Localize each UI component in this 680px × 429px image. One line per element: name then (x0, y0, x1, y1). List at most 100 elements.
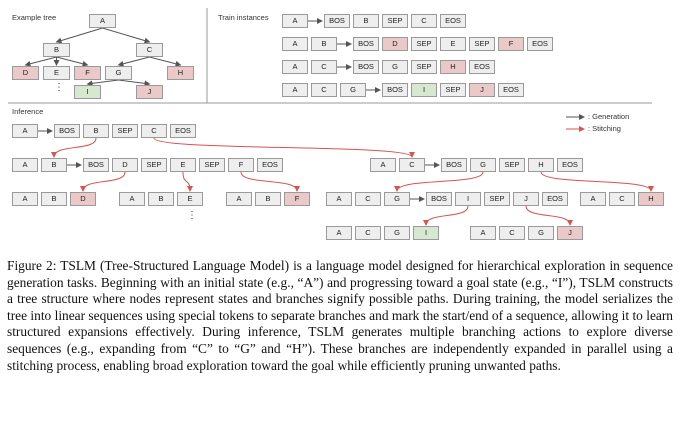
inference-root-token-eos: EOS (170, 124, 196, 138)
train-row-4-token-i: I (411, 83, 437, 97)
section-label-example-tree: Example tree (12, 13, 57, 22)
tree-edge-g-i (86, 79, 119, 87)
inference-b-branch-token-b: B (41, 158, 67, 172)
inference-root-token-c: C (141, 124, 167, 138)
inference-b-branch-token-sep: SEP (141, 158, 167, 172)
inference-c-branch-token-bos: BOS (441, 158, 467, 172)
section-label-inference: Inference (12, 107, 44, 116)
train-row-4-token-c: C (311, 83, 337, 97)
tree-edge-c-g (117, 56, 150, 67)
inference-g-branch-token-c: C (355, 192, 381, 206)
inference-c-branch-token-h: H (528, 158, 554, 172)
inference-e-leaf-token-e: E (177, 192, 203, 206)
legend-stitching-label: : Stitching (588, 124, 621, 133)
tree-edge-b-d (24, 56, 57, 67)
tree-node-e: E (43, 66, 70, 80)
stitch-arrow-g (394, 171, 484, 192)
train-row-2-token-eos: EOS (527, 37, 553, 51)
inference-root-token-b: B (83, 124, 109, 138)
train-row-2-token-d: D (382, 37, 408, 51)
inference-g-branch-token-j: J (513, 192, 539, 206)
diagram-connectors (8, 8, 654, 226)
train-row-3-token-eos: EOS (469, 60, 495, 74)
inference-b-branch-token-e: E (170, 158, 196, 172)
stitch-arrow-e (182, 171, 193, 192)
tree-edge-g-j (118, 79, 151, 87)
inference-b-branch-token-bos: BOS (83, 158, 109, 172)
train-row-4-token-eos: EOS (498, 83, 524, 97)
inference-e-leaf-token-b: B (148, 192, 174, 206)
tree-node-a: A (89, 14, 116, 28)
train-row-3-token-a: A (282, 60, 308, 74)
train-row-4-token-a: A (282, 83, 308, 97)
tree-edge-a-c (102, 27, 151, 44)
inference-d-leaf-token-d: D (70, 192, 96, 206)
tree-node-d: D (12, 66, 39, 80)
inference-h-leaf-token-a: A (580, 192, 606, 206)
inference-f-leaf-token-a: A (226, 192, 252, 206)
inference-root-token-bos: BOS (54, 124, 80, 138)
inference-e-leaf-token-a: A (119, 192, 145, 206)
stitch-arrow-f (240, 171, 300, 192)
train-row-2-token-a: A (282, 37, 308, 51)
section-label-train-instances: Train instances (218, 13, 269, 22)
inference-ellipsis: ⋮ (187, 210, 197, 221)
train-row-3-token-h: H (440, 60, 466, 74)
stitch-arrow-h (540, 171, 654, 192)
stitch-arrow-b (51, 137, 97, 158)
inference-g-branch-token-eos: EOS (542, 192, 568, 206)
stitch-arrow-j (525, 205, 573, 226)
inference-j-leaf-token-a: A (470, 226, 496, 240)
train-row-1-token-c: C (411, 14, 437, 28)
inference-d-leaf-token-a: A (12, 192, 38, 206)
tree-node-g: G (105, 66, 132, 80)
stitch-arrow-i (423, 205, 469, 226)
train-row-2-token-bos: BOS (353, 37, 379, 51)
inference-g-branch-token-g: G (384, 192, 410, 206)
inference-b-branch-token-a: A (12, 158, 38, 172)
train-row-3-token-bos: BOS (353, 60, 379, 74)
train-row-3-token-c: C (311, 60, 337, 74)
figure-diagram: Example tree Train instances Inference :… (8, 8, 664, 240)
train-row-4-token-g: G (340, 83, 366, 97)
stitch-arrow-d (80, 171, 126, 192)
train-row-1-token-a: A (282, 14, 308, 28)
inference-i-leaf-token-c: C (355, 226, 381, 240)
tree-edge-c-h (149, 56, 182, 67)
train-row-3-token-g: G (382, 60, 408, 74)
tree-node-h: H (167, 66, 194, 80)
tree-ellipsis: ⋮ (54, 82, 64, 93)
train-row-1-token-b: B (353, 14, 379, 28)
legend-generation-label: : Generation (588, 112, 630, 121)
tree-node-c: C (136, 43, 163, 57)
train-row-3-token-sep: SEP (411, 60, 437, 74)
inference-j-leaf-token-j: J (557, 226, 583, 240)
train-row-4-token-bos: BOS (382, 83, 408, 97)
tree-node-i: I (74, 85, 101, 99)
train-row-1-token-sep: SEP (382, 14, 408, 28)
inference-h-leaf-token-h: H (638, 192, 664, 206)
inference-g-branch-token-i: I (455, 192, 481, 206)
inference-h-leaf-token-c: C (609, 192, 635, 206)
tree-node-b: B (43, 43, 70, 57)
tree-edge-a-b (55, 27, 103, 44)
inference-b-branch-token-d: D (112, 158, 138, 172)
train-row-4-token-sep: SEP (440, 83, 466, 97)
figure-caption: Figure 2: TSLM (Tree-Structured Language… (7, 258, 673, 373)
tree-node-f: F (74, 66, 101, 80)
inference-i-leaf-token-a: A (326, 226, 352, 240)
stitch-arrow-c (153, 137, 415, 158)
train-row-2-token-e: E (440, 37, 466, 51)
inference-c-branch-token-eos: EOS (557, 158, 583, 172)
inference-c-branch-token-sep: SEP (499, 158, 525, 172)
inference-c-branch-token-a: A (370, 158, 396, 172)
inference-root-token-sep: SEP (112, 124, 138, 138)
inference-root-token-a: A (12, 124, 38, 138)
inference-f-leaf-token-f: F (284, 192, 310, 206)
inference-i-leaf-token-g: G (384, 226, 410, 240)
inference-b-branch-token-eos: EOS (257, 158, 283, 172)
inference-j-leaf-token-c: C (499, 226, 525, 240)
train-row-4-token-j: J (469, 83, 495, 97)
train-row-1-token-eos: EOS (440, 14, 466, 28)
inference-c-branch-token-c: C (399, 158, 425, 172)
